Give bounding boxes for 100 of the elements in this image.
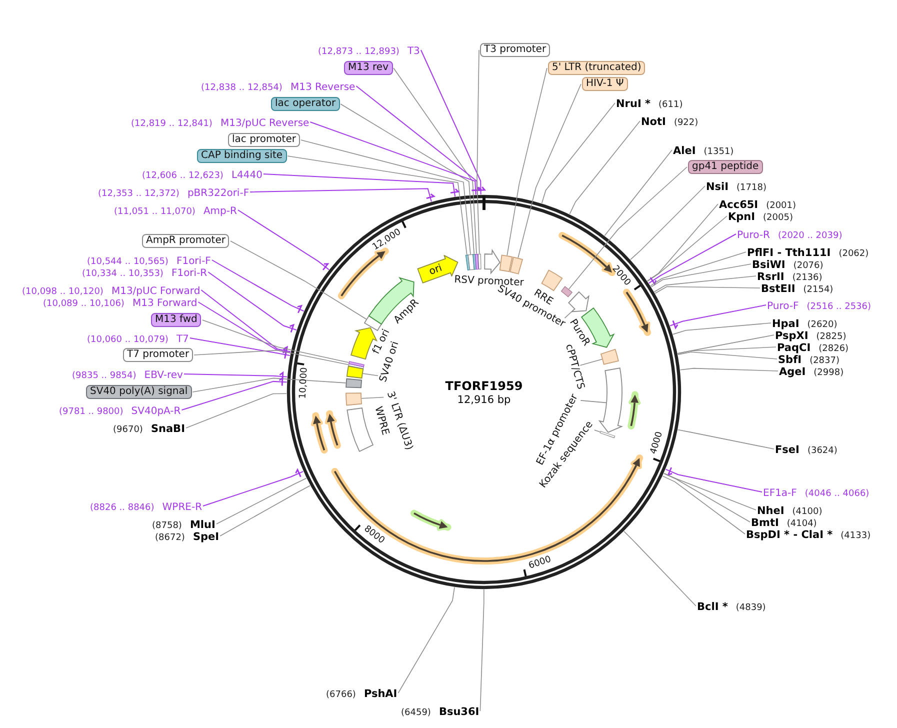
cut-site-position: (1351) <box>704 146 734 156</box>
leader-line <box>194 350 349 366</box>
feature-bar <box>475 254 479 270</box>
primer-name: M13 Forward <box>132 298 198 308</box>
scale-number: 4000 <box>648 430 665 456</box>
leader-line <box>580 358 602 366</box>
leader-line <box>630 186 706 260</box>
cut-site-position: (4104) <box>786 518 817 528</box>
primer-position: (11,051 .. 11,070) <box>114 206 196 216</box>
enzyme-name: FseI <box>775 444 800 456</box>
leader-line <box>300 140 471 255</box>
primer-position: (2020 .. 2039) <box>778 230 842 240</box>
enzyme-name: SpeI <box>192 530 220 542</box>
feature-tag: T3 promoter <box>480 43 550 57</box>
plasmid-name: TFORF1959 <box>445 379 523 393</box>
leader-line <box>237 210 330 270</box>
leader-line <box>476 50 480 254</box>
primer-position: (10,060 .. 10,079) <box>87 334 168 344</box>
scale-number: 6000 <box>528 554 553 572</box>
enzyme-name: HpaI <box>772 318 800 330</box>
leader-line <box>192 378 346 392</box>
primer-position: (10,544 .. 10,565) <box>87 256 168 266</box>
feature-tag: CAP binding site <box>197 149 287 163</box>
leader-line <box>250 188 432 202</box>
enzyme-name: BstEII <box>761 282 796 294</box>
cut-site-position: (1718) <box>736 182 766 192</box>
feature-box <box>346 408 374 452</box>
primer-position: (9835 .. 9854) <box>72 370 136 380</box>
leader-line <box>594 430 600 432</box>
cut-site-position: (2076) <box>793 260 824 270</box>
enzyme-name: SnaBI <box>150 422 185 434</box>
leader-line <box>420 50 482 196</box>
cut-site-position: (3624) <box>807 446 838 456</box>
feature-tag: AmpR promoter <box>142 234 230 248</box>
primer-name: T7 <box>176 334 189 344</box>
primer-name: F1ori-F <box>176 256 211 266</box>
feature-box <box>499 254 513 272</box>
primer-name: EF1a-F <box>763 488 797 498</box>
leader-line <box>506 68 548 256</box>
primer-name: EBV-rev <box>144 370 183 380</box>
primer-name: pBR322ori-F <box>187 188 250 198</box>
leader-line <box>200 290 292 352</box>
cut-site-position: (4100) <box>792 506 822 516</box>
enzyme-name: AgeI <box>779 366 806 378</box>
cut-site-position: (6766) <box>326 690 356 700</box>
leader-line <box>647 216 728 282</box>
leader-line <box>310 122 476 196</box>
leader-line <box>518 84 582 258</box>
feature-box <box>346 378 362 388</box>
cut-site-position: (4133) <box>840 530 871 540</box>
leader-line <box>564 308 575 318</box>
leader-line <box>230 240 367 320</box>
primer-position: (10,334 .. 10,353) <box>82 268 164 278</box>
cut-site-position: (2136) <box>792 272 822 282</box>
feature-bar <box>478 254 482 270</box>
primer-position: (12,606 .. 12,623) <box>142 170 224 180</box>
leader-line <box>202 320 350 363</box>
enzyme-name: NotI <box>641 116 666 128</box>
enzyme-name: PflFI - Tth111I <box>747 246 831 258</box>
leader-line <box>398 586 455 694</box>
leader-line <box>654 276 756 292</box>
leader-line <box>654 286 760 294</box>
primer-name: SV40pA-R <box>131 406 181 416</box>
leader-line <box>480 589 484 712</box>
cut-site-position: (9670) <box>113 424 143 434</box>
cut-site-position: (6459) <box>401 708 431 718</box>
feature-label: WPRE <box>371 404 391 436</box>
primer-position: (10,098 .. 10,120) <box>22 286 104 296</box>
enzyme-name: BmtI <box>751 516 779 528</box>
feature-bar <box>348 361 364 368</box>
leader-line <box>189 338 290 356</box>
leader-line <box>202 470 304 506</box>
feature-tag: lac operator <box>271 97 340 111</box>
leader-line <box>208 272 297 331</box>
feature-tag: T7 promoter <box>123 348 194 362</box>
feature-bar <box>561 286 572 298</box>
enzyme-name: NheI <box>757 504 784 516</box>
leader-line <box>356 86 478 196</box>
primer-name: M13 Reverse <box>290 82 356 92</box>
primer-name: WPRE-R <box>162 502 202 512</box>
feature-bar <box>600 430 616 438</box>
leader-line <box>604 150 672 236</box>
enzyme-name: PshAI <box>364 688 398 700</box>
leader-line <box>650 264 752 288</box>
primer-position: (8826 .. 8846) <box>90 502 154 512</box>
leader-line <box>287 156 468 255</box>
primer-name: Puro-F <box>767 300 799 312</box>
leader-line <box>361 396 384 399</box>
cut-site-position: (2001) <box>766 200 796 210</box>
primer-position: (10,089 .. 10,106) <box>43 298 124 308</box>
leader-line <box>393 68 477 254</box>
cut-site-position: (8758) <box>152 520 182 530</box>
primer-position: (12,353 .. 12,372) <box>98 188 180 198</box>
leader-line <box>672 322 772 335</box>
cut-site-position: (611) <box>658 100 683 110</box>
leader-line <box>262 174 456 198</box>
feature-box <box>510 256 523 274</box>
leader-line <box>216 478 307 524</box>
enzyme-name: Acc65I <box>719 198 758 210</box>
leader-line <box>362 373 378 376</box>
